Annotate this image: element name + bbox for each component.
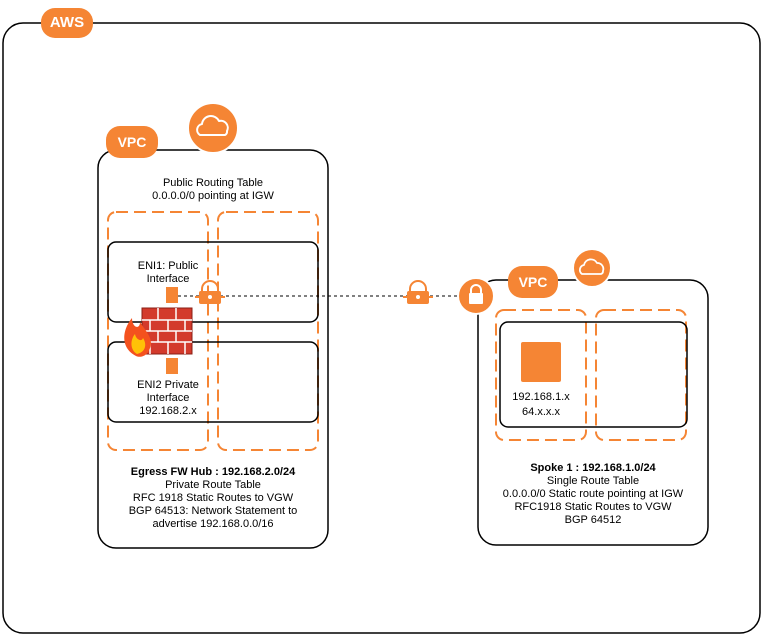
- public-route-line: 0.0.0.0/0 pointing at IGW: [152, 190, 274, 202]
- eni1-interface-icon: [166, 287, 178, 303]
- hub-vpc-detail: Private Route Table: [165, 479, 261, 491]
- lock-icon: [457, 277, 495, 315]
- spoke-vpc-detail: BGP 64512: [564, 514, 622, 526]
- hub-subnet-left: [107, 211, 209, 451]
- hub-vpc-badge: VPC: [106, 126, 158, 158]
- eni2-interface-icon: [166, 358, 178, 374]
- spoke-vpc-detail: 0.0.0.0/0 Static route pointing at IGW: [502, 488, 684, 500]
- eni1-box: [107, 241, 319, 323]
- cloud-icon: [572, 248, 612, 288]
- eni1-line: ENI1: Public: [137, 260, 199, 272]
- public-route-line: Public Routing Table: [162, 177, 264, 189]
- eni2-line: 192.168.2.x: [139, 405, 197, 417]
- eni1-line: Interface: [146, 273, 190, 285]
- spoke-vpc-detail: RFC1918 Static Routes to VGW: [514, 501, 672, 513]
- eni1-label: ENI1: Public Interface: [118, 260, 218, 286]
- hub-vpc-detail: BGP 64513: Network Statement to: [128, 505, 298, 517]
- spoke-subnet-right: [595, 309, 687, 441]
- hub-vpc-title: Egress FW Hub : 192.168.2.0/24: [130, 466, 296, 478]
- cloud-icon: [187, 102, 239, 154]
- aws-badge: AWS: [41, 8, 93, 38]
- spoke-instance-label: 192.168.1.x 64.x.x.x: [496, 390, 586, 420]
- spoke-subnet-left: [495, 309, 587, 441]
- hub-vpc-detail: advertise 192.168.0.0/16: [152, 518, 274, 530]
- spoke-vpc-title: Spoke 1 : 192.168.1.0/24: [530, 462, 656, 474]
- hub-vpc-description: Egress FW Hub : 192.168.2.0/24 Private R…: [98, 466, 328, 531]
- instance-icon: [521, 342, 561, 382]
- spoke-vpc-detail: Single Route Table: [546, 475, 640, 487]
- spoke-vpc-badge: VPC: [508, 266, 558, 298]
- vpn-gateway-icon: [195, 280, 225, 304]
- eni2-line: Interface: [146, 392, 190, 404]
- spoke-vpc-description: Spoke 1 : 192.168.1.0/24 Single Route Ta…: [478, 462, 708, 527]
- firewall-icon: [124, 307, 193, 357]
- spoke-instance-box: [499, 321, 688, 428]
- hub-subnet-right: [217, 211, 319, 451]
- vpn-gateway-icon: [403, 280, 433, 304]
- aws-region-border: [2, 22, 761, 634]
- public-route-table-label: Public Routing Table 0.0.0.0/0 pointing …: [128, 177, 298, 203]
- eni2-label: ENI2 Private Interface 192.168.2.x: [118, 379, 218, 418]
- eni2-box: [107, 341, 319, 423]
- hub-vpc-detail: RFC 1918 Static Routes to VGW: [132, 492, 294, 504]
- eni2-line: ENI2 Private: [137, 379, 199, 391]
- instance-ip-line: 64.x.x.x: [522, 406, 560, 418]
- instance-ip-line: 192.168.1.x: [512, 391, 570, 403]
